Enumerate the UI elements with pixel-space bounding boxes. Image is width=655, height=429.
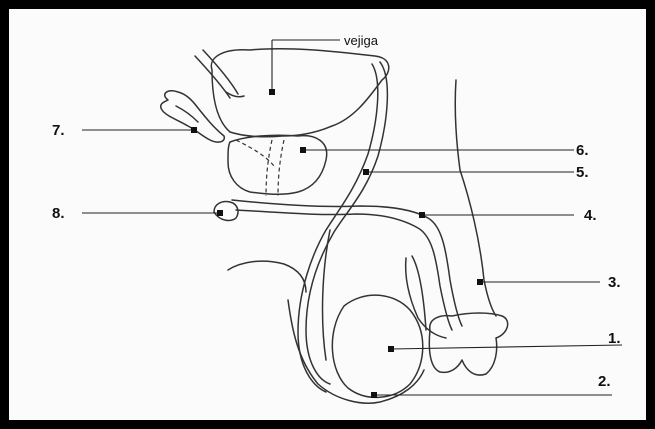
marker-3: [477, 279, 483, 285]
anatomy-outlines: [161, 49, 508, 404]
ureter-outline-2: [203, 50, 238, 94]
urethra-dashed-2: [278, 140, 284, 196]
vas-deferens-outer: [306, 62, 387, 384]
seminal-vesicle-lobe: [176, 106, 198, 122]
label-6: 6.: [576, 142, 589, 159]
label-1: 1.: [608, 330, 621, 347]
marker-vejiga: [269, 89, 275, 95]
label-5: 5.: [576, 164, 589, 181]
pointer-line-1: [391, 345, 622, 349]
marker-8: [217, 210, 223, 216]
label-8: 8.: [52, 205, 65, 222]
testis-outline: [332, 295, 422, 397]
body-contour-top: [228, 261, 306, 292]
marker-6: [300, 147, 306, 153]
urethra-lower: [236, 210, 452, 330]
marker-5: [363, 169, 369, 175]
vas-deferens-inner: [298, 64, 378, 392]
urethra-dashed-1: [266, 140, 272, 196]
glans-outline: [429, 313, 507, 375]
label-3: 3.: [608, 274, 621, 291]
labels: vejiga 7. 6. 5. 8. 4. 3. 1. 2.: [52, 33, 621, 390]
pointer-lines: [82, 40, 622, 398]
label-4: 4.: [584, 207, 597, 224]
urethra-upper: [232, 200, 462, 326]
marker-2: [371, 392, 377, 398]
label-2: 2.: [598, 373, 611, 390]
marker-1: [388, 346, 394, 352]
marker-7: [191, 127, 197, 133]
label-vejiga: vejiga: [344, 33, 379, 48]
body-contour-right: [455, 80, 496, 316]
label-7: 7.: [52, 122, 65, 139]
vas-deferens-tail: [323, 230, 330, 360]
marker-4: [419, 212, 425, 218]
